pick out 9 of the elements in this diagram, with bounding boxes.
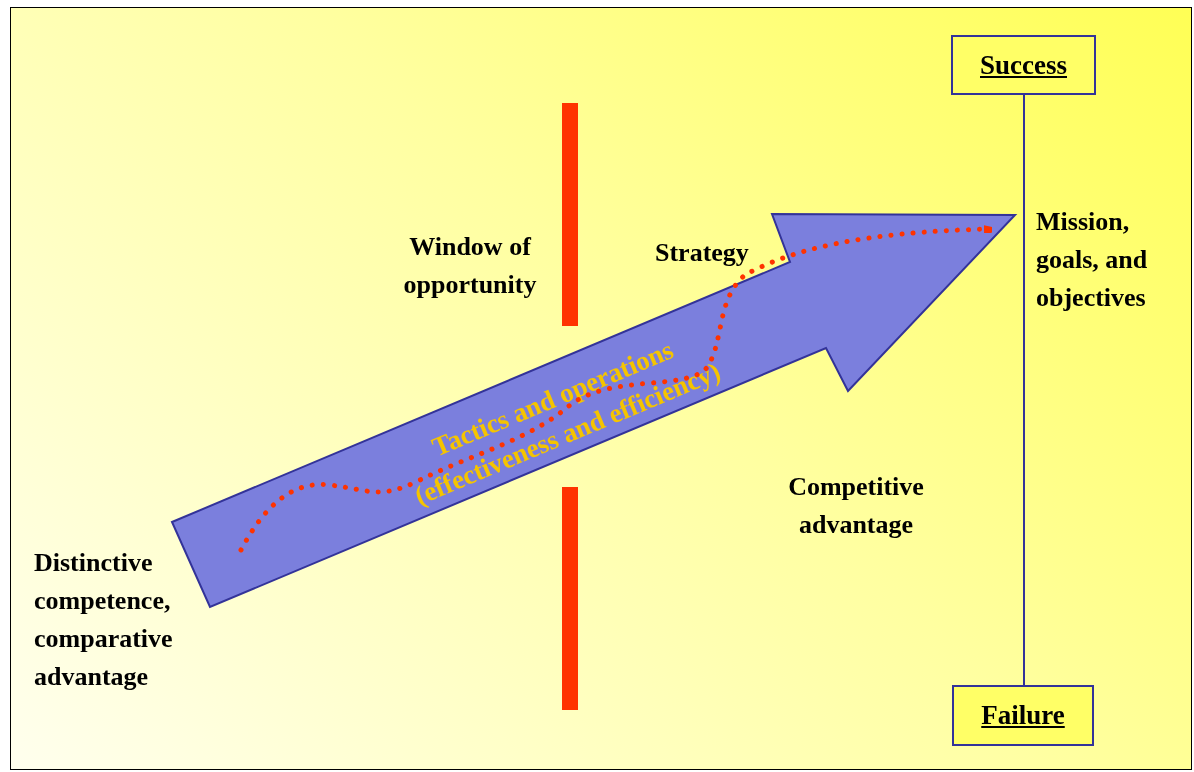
text-label: Distinctive competence, comparative advantage (34, 547, 174, 693)
progress-arrow (172, 214, 1015, 607)
text-label: Window of opportunity (402, 231, 538, 301)
outcome-box: Failure (952, 685, 1094, 746)
text-label: Mission, goals, and objectives (1036, 206, 1149, 314)
text-label: Competitive advantage (787, 471, 925, 541)
text-label: Strategy (655, 237, 750, 269)
scale-line (1023, 94, 1025, 686)
outcome-box: Success (951, 35, 1096, 95)
